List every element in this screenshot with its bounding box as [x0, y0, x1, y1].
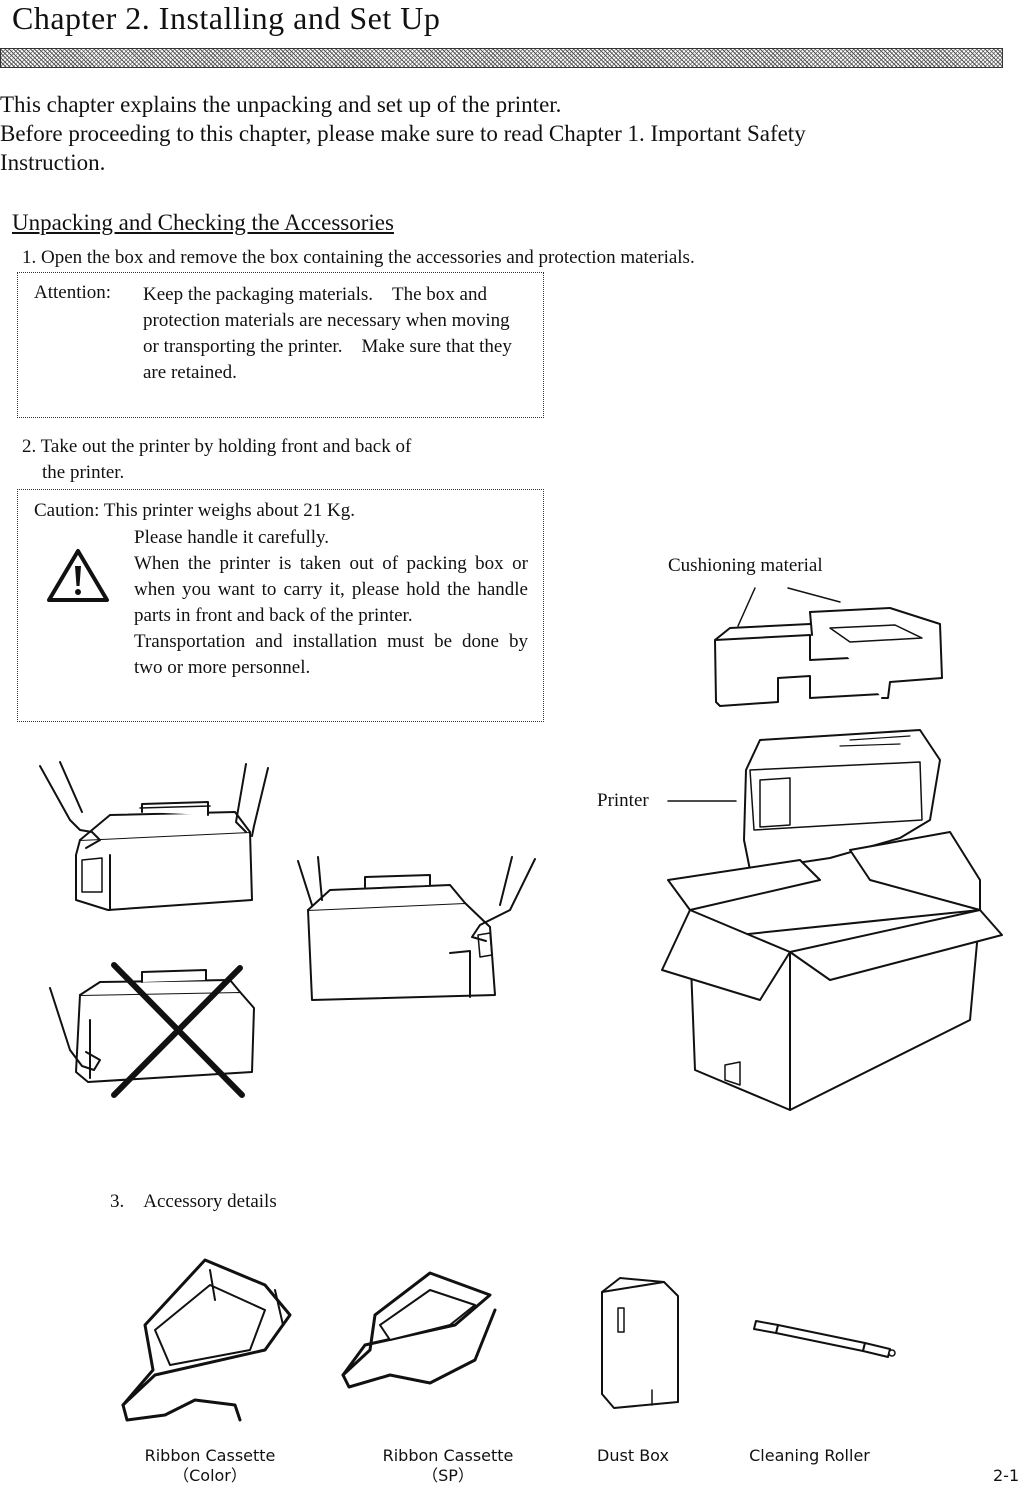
- title-divider: [0, 48, 1003, 68]
- accessory-label-ribbon-sp: Ribbon Cassette （SP）: [348, 1446, 548, 1486]
- warning-triangle-icon: [47, 549, 109, 602]
- accessory-label-dust-box: Dust Box: [597, 1446, 669, 1465]
- dust-box-illustration: [601, 1277, 679, 1409]
- intro-line: Instruction.: [0, 150, 106, 175]
- correct-carry-illustration-front: [39, 761, 269, 911]
- caution-text: Please handle it carefully. When the pri…: [134, 525, 528, 681]
- ribbon-cassette-sp-illustration: [341, 1271, 497, 1389]
- attention-box: [17, 272, 544, 418]
- page-title: Chapter 2. Installing and Set Up: [12, 0, 441, 36]
- attention-label: Attention:: [34, 282, 112, 303]
- intro-line: Before proceeding to this chapter, pleas…: [0, 121, 806, 146]
- accessory-sub: （Color）: [173, 1466, 247, 1485]
- unpacking-box-illustration: [661, 587, 1003, 1111]
- caution-line: When the printer is taken out of packing…: [134, 553, 528, 626]
- accessory-label-cleaning-roller: Cleaning Roller: [749, 1446, 870, 1465]
- step-2-line: the printer.: [42, 462, 125, 483]
- caution-label: Caution: This printer weighs about 21 Kg…: [34, 500, 356, 521]
- accessory-name: Ribbon Cassette: [382, 1446, 514, 1465]
- attention-text: Keep the packaging materials. The box an…: [143, 284, 512, 383]
- correct-carry-illustration-back: [297, 856, 536, 1001]
- caution-line: Please handle it carefully.: [134, 527, 330, 548]
- cleaning-roller-illustration: [753, 1320, 896, 1358]
- intro-paragraph: This chapter explains the unpacking and …: [0, 90, 1027, 177]
- accessory-name: Ribbon Cassette: [144, 1446, 276, 1465]
- accessory-label-ribbon-color: Ribbon Cassette （Color）: [110, 1446, 310, 1486]
- accessory-sub: （SP）: [422, 1466, 474, 1485]
- caution-box: [17, 489, 544, 722]
- section-heading: Unpacking and Checking the Accessories: [12, 210, 394, 235]
- incorrect-carry-illustration: [49, 962, 255, 1098]
- printer-label: Printer: [597, 790, 649, 811]
- step-1: 1. Open the box and remove the box conta…: [22, 247, 695, 268]
- cushioning-material-label: Cushioning material: [668, 555, 823, 576]
- caution-line: Transportation and installation must be …: [134, 631, 528, 678]
- page-number: 2-1: [993, 1466, 1020, 1485]
- step-3: 3. Accessory details: [110, 1191, 277, 1212]
- ribbon-cassette-color-illustration: [121, 1258, 292, 1422]
- step-2-line: 2. Take out the printer by holding front…: [22, 436, 412, 457]
- step-2: 2. Take out the printer by holding front…: [22, 434, 547, 486]
- intro-line: This chapter explains the unpacking and …: [0, 92, 562, 117]
